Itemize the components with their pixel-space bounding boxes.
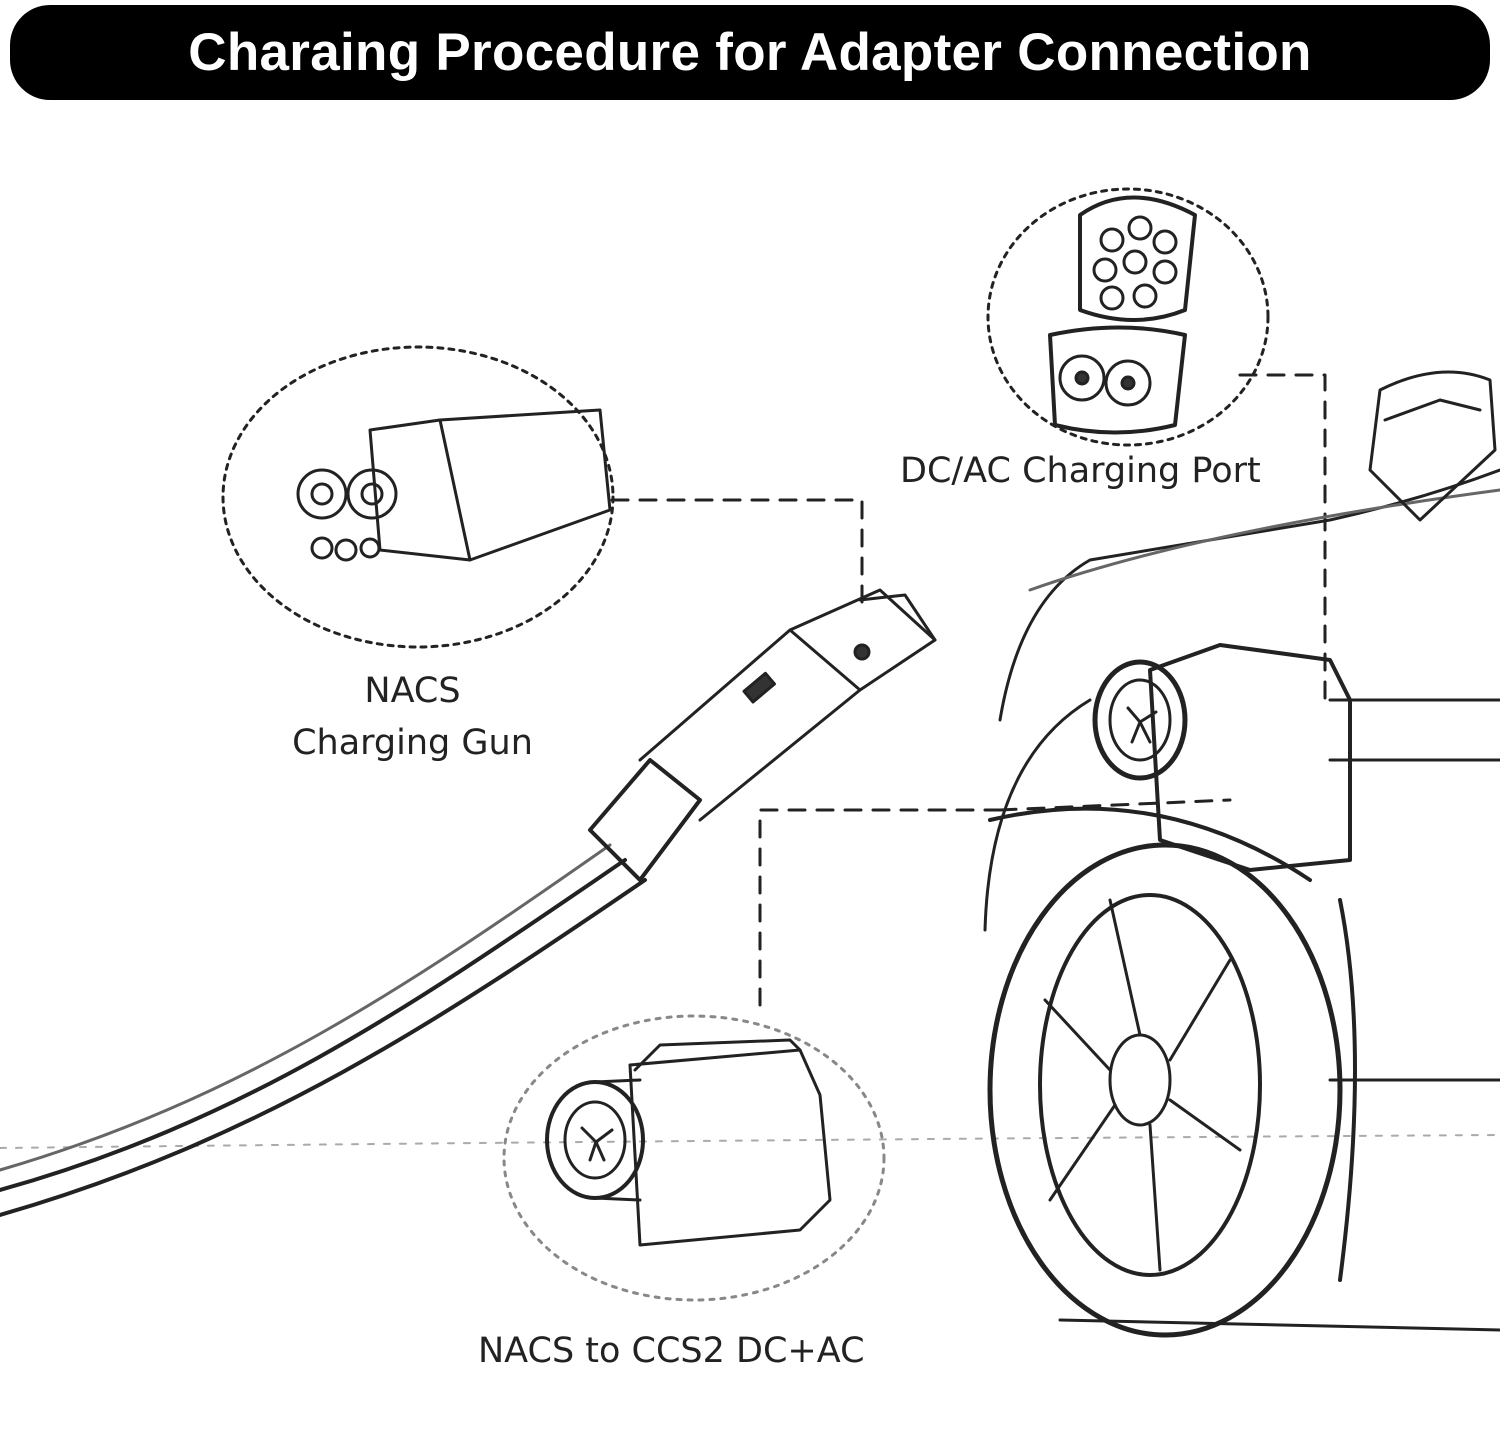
title-banner: Charaing Procedure for Adapter Connectio… <box>10 5 1490 100</box>
adapter-label: NACS to CCS2 DC+AC <box>478 1331 865 1371</box>
wheel-icon <box>987 806 1357 1338</box>
nacs-gun-label: NACS Charging Gun <box>270 665 555 769</box>
charging-cable-icon <box>0 843 647 1217</box>
leader-lines <box>610 373 1327 1007</box>
charging-port-zoom-circle <box>986 187 1270 447</box>
nacs-gun-zoom-circle <box>221 345 615 649</box>
page-title: Charaing Procedure for Adapter Connectio… <box>188 23 1312 82</box>
car-icon <box>983 370 1500 1332</box>
nacs-gun-label-line2: Charging Gun <box>292 723 533 763</box>
ground-line <box>0 1134 1500 1149</box>
adapter-zoom-circle <box>502 1014 886 1302</box>
nacs-gun-label-line1: NACS <box>364 671 461 711</box>
nacs-gun-icon <box>588 588 937 882</box>
car-mounted-adapter-icon <box>1092 643 1352 872</box>
charging-port-label: DC/AC Charging Port <box>900 451 1261 491</box>
